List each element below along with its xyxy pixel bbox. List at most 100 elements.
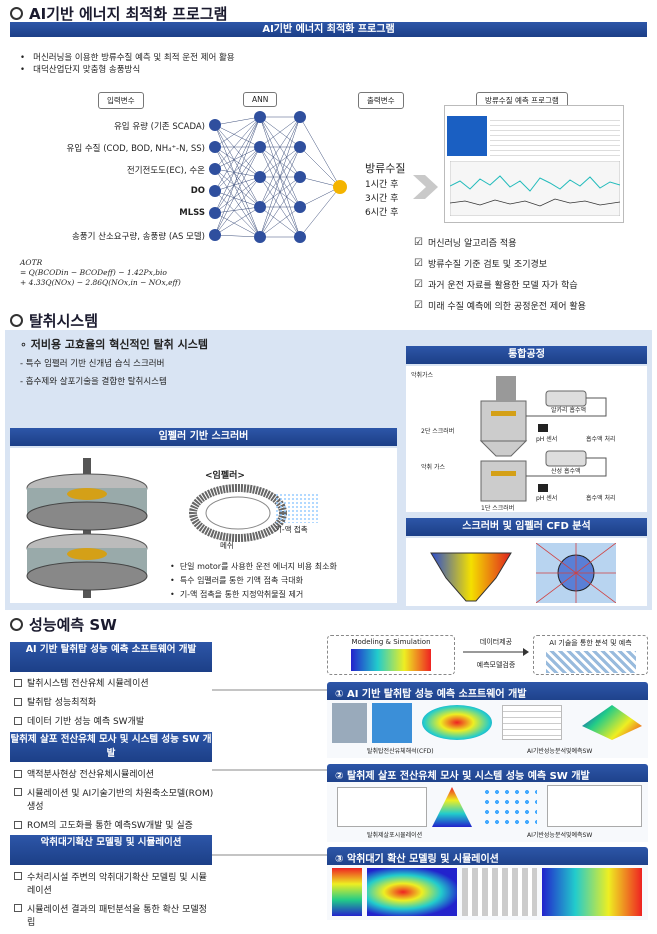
ai-program-bar: AI기반 에너지 최적화 프로그램 <box>10 22 647 37</box>
figure-caption: AI기반성능분석및예측SW <box>527 748 593 755</box>
sw-head-2: 탈취제 살포 전산유체 모사 및 시스템 성능 SW 개발 <box>10 732 212 762</box>
sec1-bullets: • 머신러닝을 이용한 방류수질 예측 및 최적 운전 제어 활용 • 대덕산업… <box>20 52 235 76</box>
checkbox-icon <box>14 904 22 912</box>
checkbox-icon: ☑ <box>414 279 423 290</box>
bullet-item: - 흡수제와 살포기술을 결합한 탈취시스템 <box>20 377 167 387</box>
checkbox-icon <box>14 788 22 796</box>
r3-figure <box>327 865 648 920</box>
formula-line: = Q(BCODin − BCODeff) − 1.42Px,bio <box>20 268 167 277</box>
output-head: 출력변수 <box>358 92 404 109</box>
check-item: 데이터 기반 성능 예측 SW개발 <box>14 714 149 727</box>
ai-analysis-box: AI 기술을 통한 분석 및 예측 <box>533 635 648 675</box>
simulation-image <box>351 649 431 671</box>
checkbox-icon: ☑ <box>414 300 423 311</box>
input-var: MLSS <box>179 208 205 218</box>
bullet-item: • 단일 motor를 사용한 운전 에너지 비용 최소화 <box>170 562 337 571</box>
check-item: ☑머신러닝 알고리즘 적용 <box>414 237 517 249</box>
bullet-item: • 기-액 접촉을 통한 지정악취물질 제거 <box>170 590 304 599</box>
check-item: 액적분사현상 전산유체시뮬레이션 <box>14 767 214 780</box>
circle-icon <box>10 618 23 631</box>
figure-caption: 탈취탑전산유체해석(CFD) <box>367 748 434 755</box>
mesh-label: 메쉬 <box>220 541 234 550</box>
checkbox-icon: ☑ <box>414 258 423 269</box>
check-item: ☑방류수질 기준 검토 및 조기경보 <box>414 258 548 270</box>
process-label: 2단 스크러버 <box>421 428 455 435</box>
output-item: 1시간 후 <box>365 180 399 190</box>
process-label: pH 센서 <box>536 495 558 502</box>
tower-image <box>332 703 367 743</box>
arrow-right-icon <box>413 175 438 199</box>
cfd-impeller-image <box>536 543 616 603</box>
data-provide: 데이터제공 <box>479 638 513 646</box>
check-item: 탈취탑 성능최적화 <box>14 695 149 708</box>
sw-head-3: 악취대기확산 모델링 및 시뮬레이션 <box>10 835 212 865</box>
network-image <box>545 651 636 673</box>
process-label: 흡수액 처리 <box>586 495 616 502</box>
process-label: 1단 스크러버 <box>481 505 515 512</box>
modeling-label: Modeling & Simulation <box>351 638 431 646</box>
sw-items-1: 탈취시스템 전산유체 시뮬레이션 탈취탑 성능최적화 데이터 기반 성능 예측 … <box>14 676 149 733</box>
circle-icon <box>10 7 23 20</box>
section-title-text: 성능예측 SW <box>29 616 117 634</box>
checkbox-icon <box>14 820 22 829</box>
gas-liquid-label: 기-액 접촉 <box>275 525 308 534</box>
program-screenshot <box>444 105 624 223</box>
big-data-image <box>482 787 537 827</box>
input-var: DO <box>190 186 205 196</box>
cfd-image <box>372 703 412 743</box>
r1-head: ① AI 기반 탈취탑 성능 예측 소프트웨어 개발 <box>327 682 648 703</box>
checkbox-icon: ☑ <box>414 237 423 248</box>
bullet-item: • 특수 임펠러를 통한 기액 접촉 극대화 <box>170 576 303 585</box>
process-figure: 악취가스 알카리 흡수액 2단 스크러버 pH 센서 흡수액 처리 악취 가스 … <box>406 366 647 512</box>
impeller-label: <임펠러> <box>205 471 245 481</box>
cfd-bar: 스크러버 및 임펠러 CFD 분석 <box>406 518 647 536</box>
connector-lines <box>212 689 327 856</box>
ann-diagram <box>209 111 347 243</box>
formula-line: + 4.33Q(NOx) − 2.86Q(NOx,in − NOx,eff) <box>20 278 181 287</box>
spray-plume-image <box>432 787 472 827</box>
input-var: 유입 유량 (기존 SCADA) <box>113 122 205 132</box>
section-title-text: 탈취시스템 <box>29 312 99 330</box>
input-var: 전기전도도(EC), 수온 <box>126 166 205 176</box>
section-title-ai: AI기반 에너지 최적화 프로그램 <box>10 3 227 24</box>
dispersion-legend-image <box>332 868 362 916</box>
ai-analysis-label: AI 기술을 통한 분석 및 예측 <box>549 639 632 647</box>
scrubber-illustration <box>26 458 148 598</box>
checkbox-icon <box>14 697 22 706</box>
bullet-item: • 대덕산업단지 맞춤형 송풍방식 <box>20 65 141 75</box>
arrow-right-icon <box>463 648 529 656</box>
checkbox-icon <box>14 769 22 778</box>
scrubber-points: • 단일 motor를 사용한 운전 에너지 비용 최소화 • 특수 임펠러를 … <box>170 560 337 602</box>
r3-head: ③ 악취대기 확산 모델링 및 시뮬레이션 <box>327 847 648 868</box>
circle-icon <box>10 314 23 327</box>
process-label: 알카리 흡수액 <box>551 407 587 414</box>
r2-figure: 탈취제살포시뮬레이션 AI기반성능분석및예측SW <box>327 782 648 842</box>
figure-caption: 탈취제살포시뮬레이션 <box>367 832 423 839</box>
process-label: 흡수액 처리 <box>586 436 616 443</box>
section-title-sw: 성능예측 SW <box>10 614 117 635</box>
bullet-item: - 특수 임펠러 기반 신개념 습식 스크러버 <box>20 359 165 369</box>
model-verify: 예측모델검증 <box>476 661 516 669</box>
deodor-heading: ∘ 저비용 고효율의 혁신적인 탈취 시스템 <box>20 338 208 351</box>
formula-line: AOTR <box>20 258 43 267</box>
checkbox-icon <box>14 678 22 687</box>
check-item: 탈취시스템 전산유체 시뮬레이션 <box>14 676 149 689</box>
cfd-contour-image <box>422 705 492 740</box>
figure-caption: AI기반성능분석및예측SW <box>527 832 593 839</box>
modeling-box: Modeling & Simulation <box>327 635 455 675</box>
check-item: ☑과거 운전 자료를 활용한 모델 자가 학습 <box>414 279 578 291</box>
input-head: 입력변수 <box>98 92 144 109</box>
sw-head-1: AI 기반 탈취탑 성능 예측 소프트웨어 개발 <box>10 642 212 672</box>
cfd-scrubber-image <box>430 552 512 602</box>
city-model-image <box>462 868 537 916</box>
output-item: 6시간 후 <box>365 208 399 218</box>
ann-head: ANN <box>243 92 278 107</box>
spray-dots <box>275 493 320 523</box>
process-label: 산성 흡수액 <box>551 468 581 475</box>
process-label: pH 센서 <box>536 436 558 443</box>
process-label: 악취 가스 <box>421 464 445 471</box>
check-item: 시뮬레이션 결과의 패턴분석을 통한 확산 모델정립 <box>14 902 214 928</box>
output-label: 방류수질 <box>365 162 406 175</box>
dispersion-3d-image <box>542 868 642 916</box>
process-label: 악취가스 <box>411 372 434 379</box>
